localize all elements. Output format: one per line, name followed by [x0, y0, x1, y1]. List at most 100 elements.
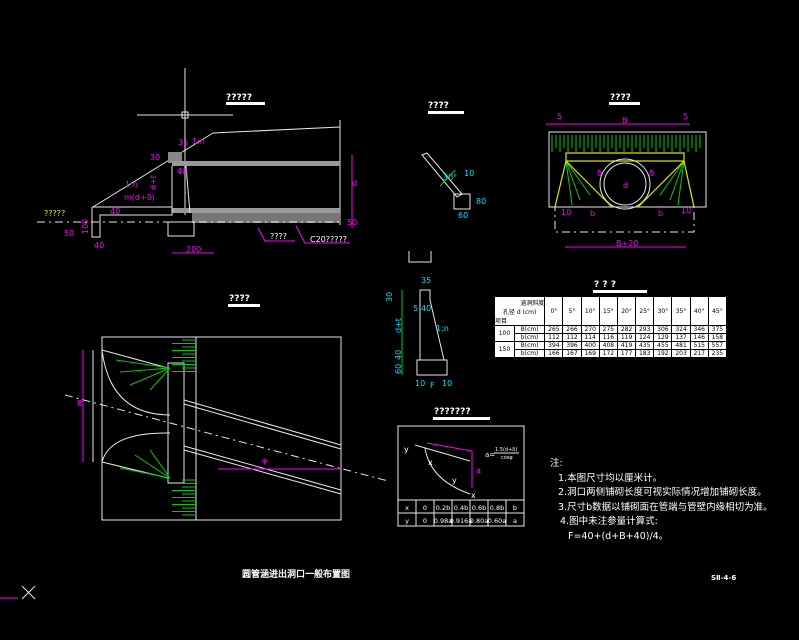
elevation-view: ???? B 5 5 d δ δ b b 10 10 B+20: [546, 93, 707, 248]
value-cell: 394: [544, 341, 564, 350]
value-cell: 346: [689, 325, 709, 334]
curve-table-cell: 0.4b: [454, 504, 468, 512]
angle-header: 30°: [653, 296, 673, 326]
value-cell: 396: [562, 341, 582, 350]
dim-10: 10: [681, 206, 691, 215]
view-title: ?????: [226, 93, 252, 103]
y-label: y: [452, 476, 457, 485]
view-title: ????: [428, 101, 449, 111]
dim-10: 10: [561, 208, 571, 217]
dim-b: b: [590, 209, 595, 218]
item-cell: B(cm): [513, 325, 546, 334]
angle-header: 35°: [671, 296, 691, 326]
note-4: 4.图中未注参量计算式:: [560, 516, 658, 527]
curve-table-cell: b: [513, 504, 517, 512]
dim-d-plus-t: d+t: [149, 175, 158, 190]
dim-10: 10: [464, 169, 474, 178]
curve-table-cell: 0.8b: [490, 504, 504, 512]
dim-B: B: [77, 399, 83, 408]
dim-5: 5: [557, 112, 562, 121]
value-cell: 270: [580, 325, 600, 334]
dim-100: 100: [81, 219, 90, 234]
dim-200: 200: [186, 245, 201, 254]
sheet-number: SⅡ-4-6: [711, 574, 736, 582]
dim-d: d: [352, 179, 357, 188]
curve-table-cell: y: [405, 517, 409, 525]
dim-B-plus-20: B+20: [616, 239, 638, 248]
dim-m: m(d+δ): [124, 193, 155, 202]
value-cell: 177: [616, 349, 637, 358]
dim-35: 35: [421, 276, 431, 285]
curve-table-cell: 0.916a: [450, 517, 473, 525]
curve-table-cell: 0.2b: [436, 504, 450, 512]
value-cell: 515: [689, 341, 709, 350]
table-corner-header: 涵洞斜度孔径 d (cm)项目: [493, 296, 546, 326]
hatch-line: [565, 160, 573, 206]
value-cell: 306: [653, 325, 673, 334]
dim-delta: δ: [597, 169, 602, 178]
dim-80: 80: [476, 197, 486, 206]
value-cell: 119: [616, 333, 637, 342]
corner-left: 孔径 d (cm): [502, 308, 537, 316]
corner-bottom: 项目: [495, 317, 508, 325]
value-cell: 408: [598, 341, 618, 350]
dim-40: 40: [394, 350, 403, 360]
dim-40: 40: [421, 304, 431, 313]
dim-30: 30: [150, 153, 160, 162]
value-cell: 124: [635, 333, 655, 342]
slope-label: 1:n: [125, 180, 138, 189]
curve-table-cell: x: [405, 504, 409, 512]
note-3: 3.尺寸b数据以铺砌面在管端与管壁内缘相切为准。: [558, 501, 773, 513]
value-cell: 158: [707, 333, 728, 342]
c20-label: C20?????: [310, 235, 347, 244]
value-cell: 167: [562, 349, 582, 358]
value-cell: 166: [544, 349, 564, 358]
wall-section-view: 35 30 5 40 d+t 40 60 10 F 10 1:n: [385, 251, 452, 390]
curve-table-cell: 0.60a: [488, 517, 506, 525]
value-cell: 112: [544, 333, 564, 342]
x-axis-label: x: [471, 491, 476, 500]
value-cell: 293: [635, 325, 655, 334]
curve-table-cell: a: [513, 517, 517, 525]
angle-header: 0°: [544, 296, 564, 326]
hatch-line: [669, 160, 685, 201]
curve-table-cell: 0.80a: [470, 517, 488, 525]
value-cell: 169: [580, 349, 600, 358]
curve-table-cell: 0: [423, 504, 427, 512]
hatch-line: [134, 454, 171, 479]
diameter-cell: 150: [494, 341, 515, 358]
equation-lhs: a=: [485, 451, 495, 459]
value-cell: 192: [653, 349, 673, 358]
dim-B: B: [622, 116, 628, 125]
dim-5: 5: [683, 112, 688, 121]
hatch-line: [129, 367, 171, 386]
equation-numerator: 1.5(d+δ): [495, 447, 517, 453]
value-cell: 203: [671, 349, 691, 358]
value-cell: 400: [580, 341, 600, 350]
angle-header: 10°: [580, 296, 600, 326]
hatch-line: [115, 359, 171, 369]
a-label: a: [476, 466, 481, 475]
value-cell: 557: [707, 341, 728, 350]
crosshair-cursor: [137, 68, 233, 215]
dim-10: 10: [415, 379, 425, 388]
dim-40: 40: [177, 167, 187, 176]
corner-top: 涵洞斜度: [520, 299, 545, 307]
dim-35: 35: [178, 138, 188, 147]
dim-60: 60: [458, 211, 468, 220]
value-cell: 114: [580, 333, 600, 342]
hatch-line: [149, 449, 171, 479]
dim-30: 30: [385, 292, 394, 302]
equation-denominator: cosφ: [501, 455, 513, 461]
dim-5: 5: [413, 304, 418, 313]
water-level-label: ?????: [44, 209, 65, 218]
angle-header: 45°: [707, 296, 728, 326]
value-cell: 183: [635, 349, 655, 358]
value-cell: 375: [707, 325, 728, 334]
angle-header: 25°: [635, 296, 655, 326]
view-title: ????: [610, 93, 631, 103]
